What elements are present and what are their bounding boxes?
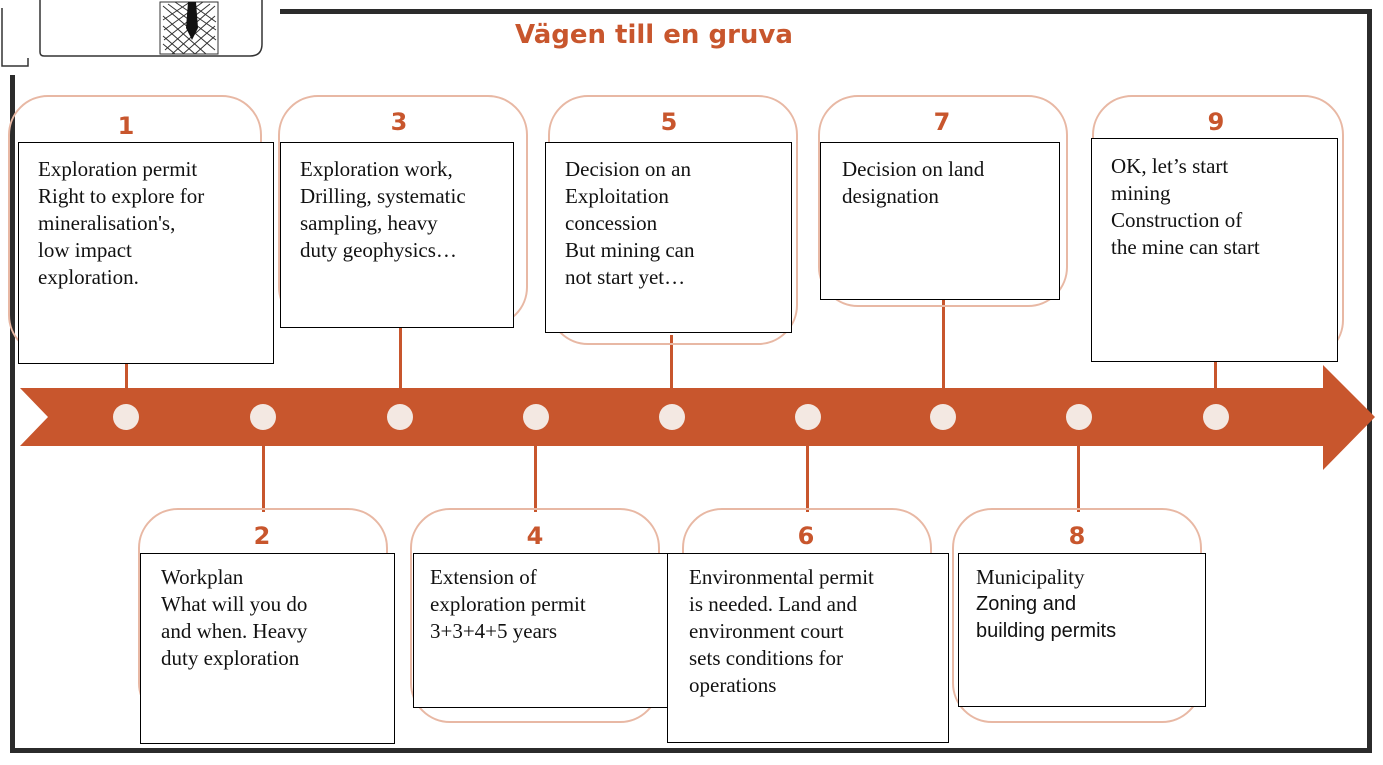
diagram-title: Vägen till en gruva	[515, 20, 793, 50]
step-number-4: 4	[526, 522, 544, 550]
step-number-2: 2	[253, 522, 271, 550]
step-number-3: 3	[390, 108, 408, 136]
step-box-1: Exploration permit Right to explore for …	[18, 142, 274, 364]
step-box-6: Environmental permit is needed. Land and…	[667, 553, 949, 743]
step-box-7: Decision on land designation	[820, 142, 1060, 300]
timeline-arrow	[20, 365, 1375, 470]
connector-4	[534, 432, 537, 512]
step-box-5: Decision on an Exploitation concession B…	[545, 142, 792, 333]
timeline-dot	[523, 404, 549, 430]
connector-6	[806, 432, 809, 512]
step-number-8: 8	[1068, 522, 1086, 550]
connector-9	[1214, 360, 1217, 392]
step-box-3: Exploration work, Drilling, systematic s…	[280, 142, 514, 328]
connector-3	[399, 328, 402, 392]
step-number-1: 1	[117, 112, 135, 140]
timeline-dot	[387, 404, 413, 430]
connector-8	[1077, 432, 1080, 512]
step-number-7: 7	[933, 108, 951, 136]
connector-1	[125, 362, 128, 392]
connector-2	[262, 432, 265, 512]
timeline-dot	[1066, 404, 1092, 430]
step-box-8-line: Municipality	[976, 565, 1085, 589]
timeline-dot	[930, 404, 956, 430]
frame-cutout	[0, 0, 280, 75]
step-box-8-line: building permits	[976, 620, 1117, 642]
step-box-4: Extension of exploration permit 3+3+4+5 …	[413, 553, 668, 708]
step-number-9: 9	[1207, 108, 1225, 136]
diagram-frame	[10, 9, 1372, 753]
timeline-dot	[1203, 404, 1229, 430]
step-box-2: Workplan What will you do and when. Heav…	[140, 553, 395, 744]
timeline-dot	[113, 404, 139, 430]
step-number-6: 6	[797, 522, 815, 550]
connector-7	[942, 300, 945, 392]
timeline-dot	[659, 404, 685, 430]
connector-5	[670, 335, 673, 392]
step-number-5: 5	[660, 108, 678, 136]
timeline-dot	[795, 404, 821, 430]
timeline-dot	[250, 404, 276, 430]
step-box-9: OK, let’s start mining Construction of t…	[1091, 138, 1338, 362]
step-box-8-line: Zoning and	[976, 593, 1077, 615]
building-sketch-icon	[1, 0, 263, 67]
step-tab-7	[818, 95, 1068, 307]
